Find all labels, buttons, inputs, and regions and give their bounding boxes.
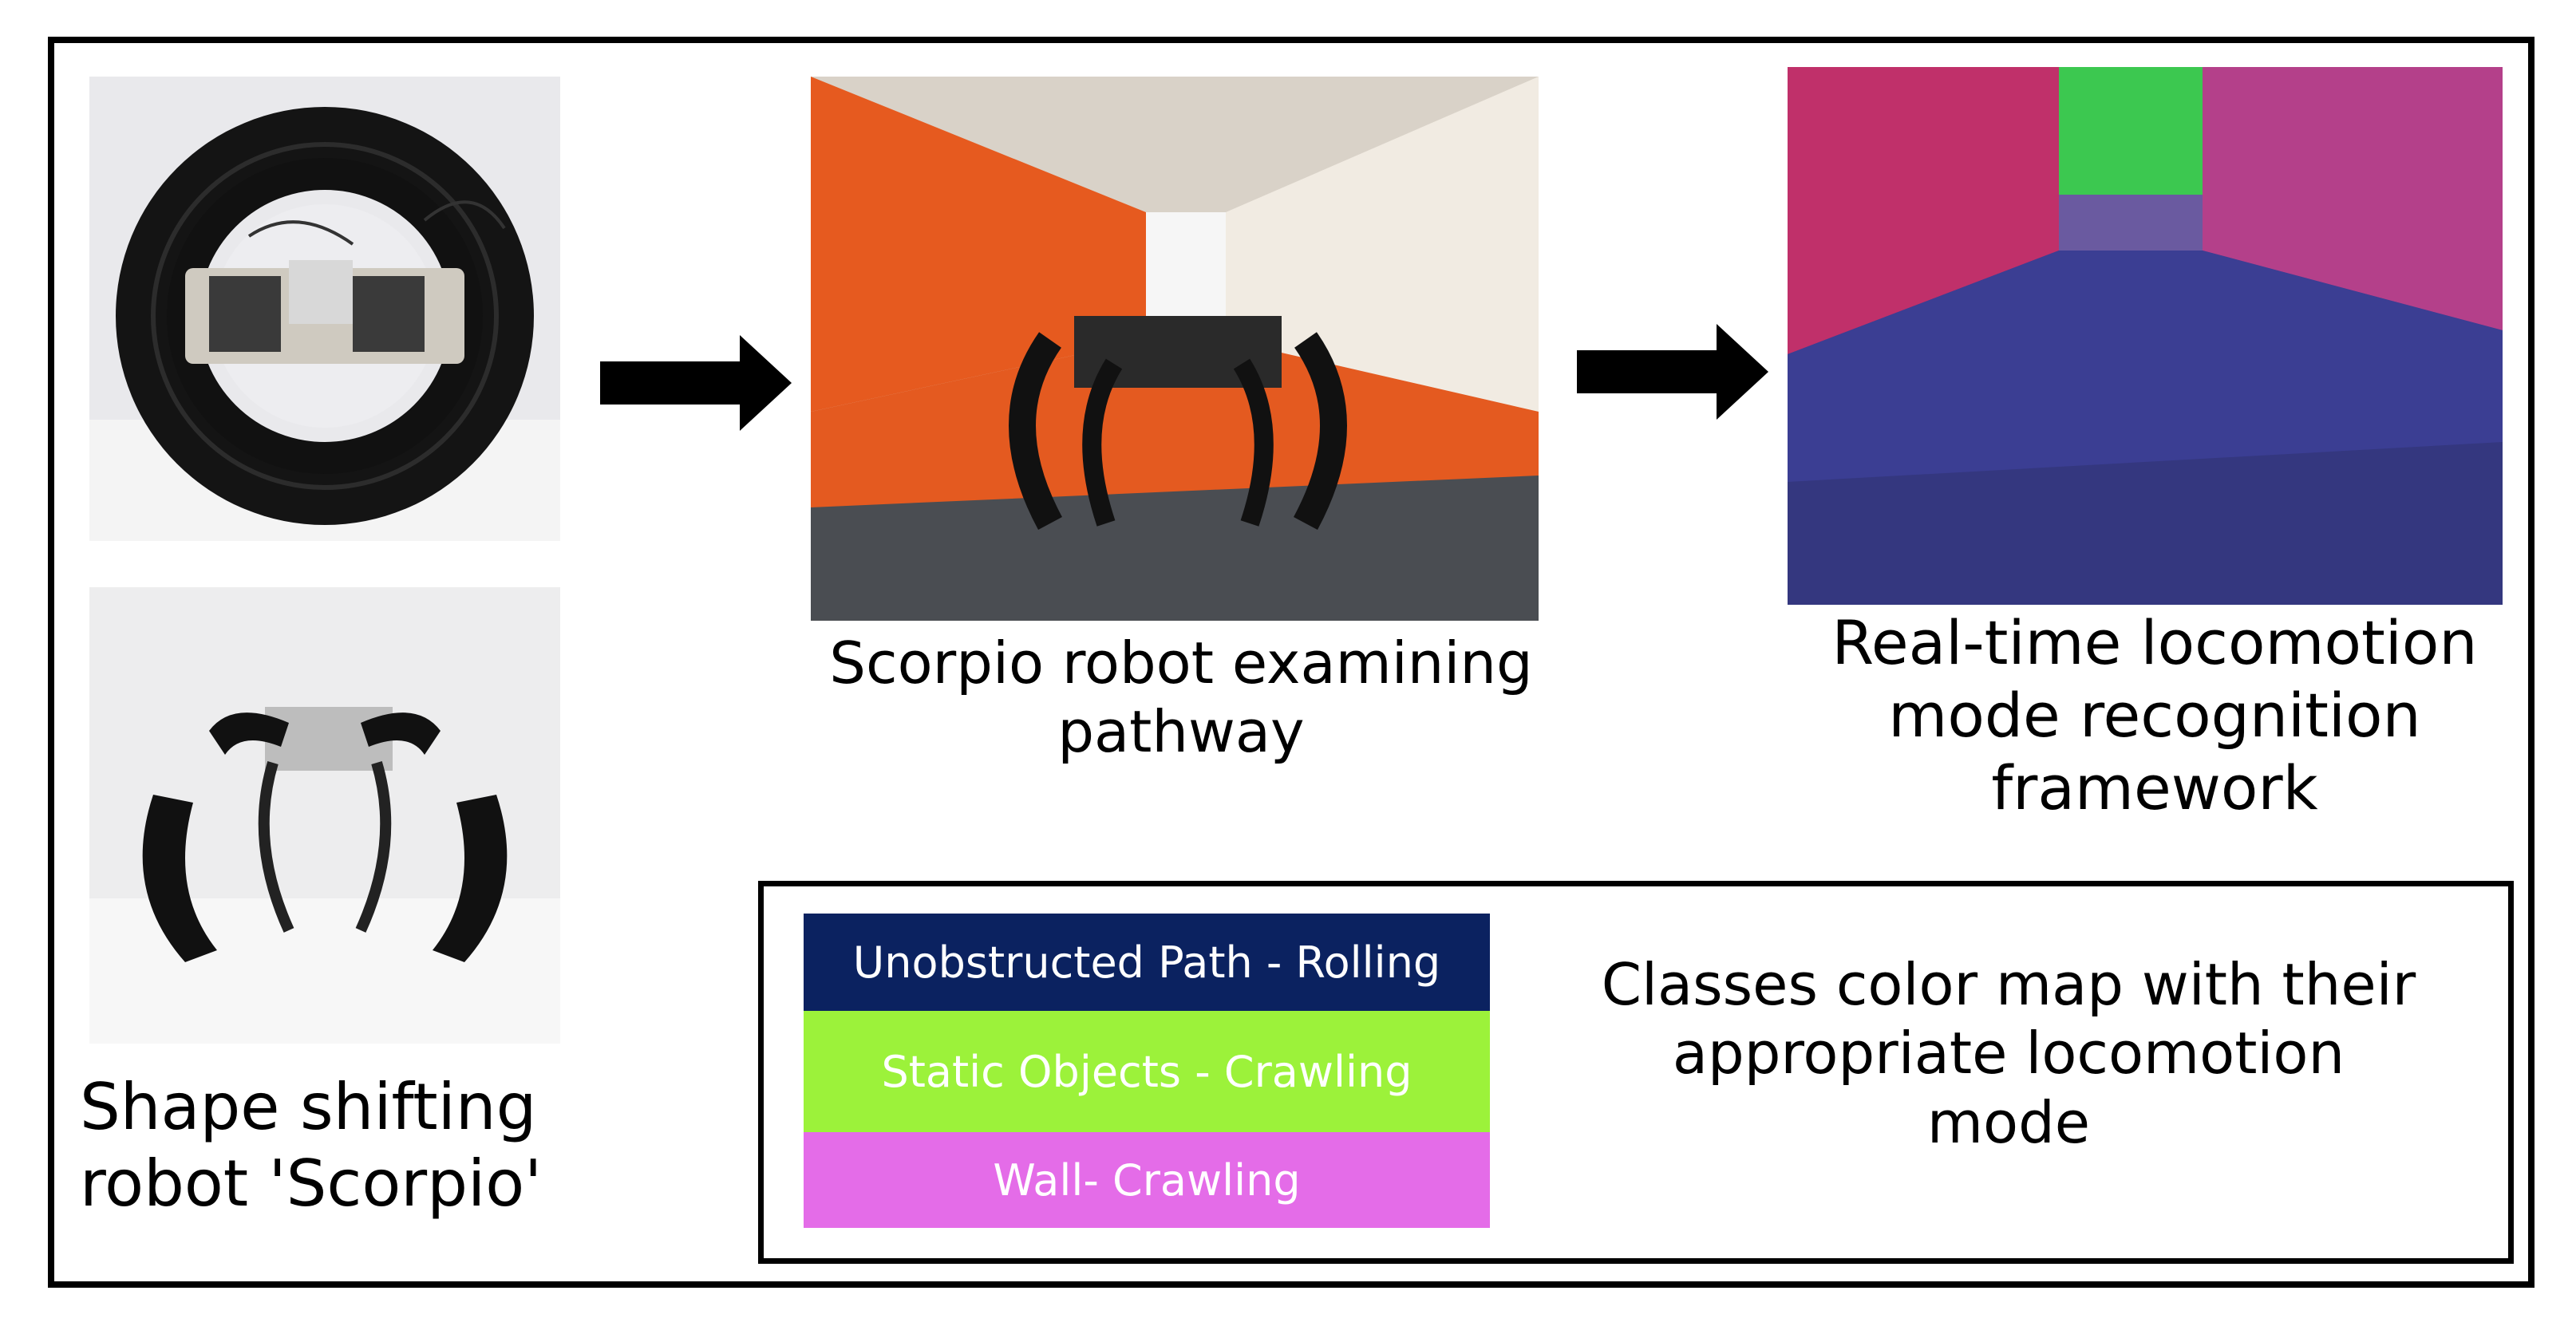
legend-label: Wall- Crawling (993, 1154, 1301, 1206)
caption-pathway: Scorpio robot examining pathway (766, 629, 1596, 767)
arrow-right-icon (1577, 324, 1768, 424)
legend-box: Unobstructed Path - Rolling Static Objec… (758, 881, 2514, 1264)
corridor-photo (811, 77, 1539, 621)
legend-item-static-objects: Static Objects - Crawling (804, 1011, 1490, 1132)
legend-description: Classes color map with their appropriate… (1546, 950, 2471, 1157)
figure-frame (48, 37, 2535, 1288)
caption-framework-line3: framework (1991, 752, 2318, 824)
legend-label: Static Objects - Crawling (881, 1046, 1412, 1097)
caption-framework-line1: Real-time locomotion (1831, 607, 2478, 678)
segmentation-photo (1788, 67, 2503, 605)
legend-item-unobstructed-path: Unobstructed Path - Rolling (804, 914, 1490, 1011)
legend-description-line2: appropriate locomotion (1672, 1020, 2345, 1087)
arrow-right-icon (600, 335, 792, 435)
legend-item-wall: Wall- Crawling (804, 1132, 1490, 1228)
caption-pathway-line2: pathway (1057, 698, 1305, 766)
caption-framework-line2: mode recognition (1888, 680, 2421, 752)
legend-description-line3: mode (1926, 1088, 2091, 1156)
legend-label: Unobstructed Path - Rolling (852, 937, 1441, 988)
caption-framework: Real-time locomotion mode recognition fr… (1772, 606, 2538, 825)
legend-description-line1: Classes color map with their (1601, 951, 2416, 1018)
caption-robot-line2: robot 'Scorpio' (80, 1147, 543, 1221)
robot-crawling-photo (89, 587, 560, 1044)
robot-rolling-photo (89, 77, 560, 541)
caption-pathway-line1: Scorpio robot examining (829, 630, 1533, 697)
caption-robot: Shape shifting robot 'Scorpio' (80, 1069, 686, 1222)
caption-robot-line1: Shape shifting (80, 1070, 537, 1144)
